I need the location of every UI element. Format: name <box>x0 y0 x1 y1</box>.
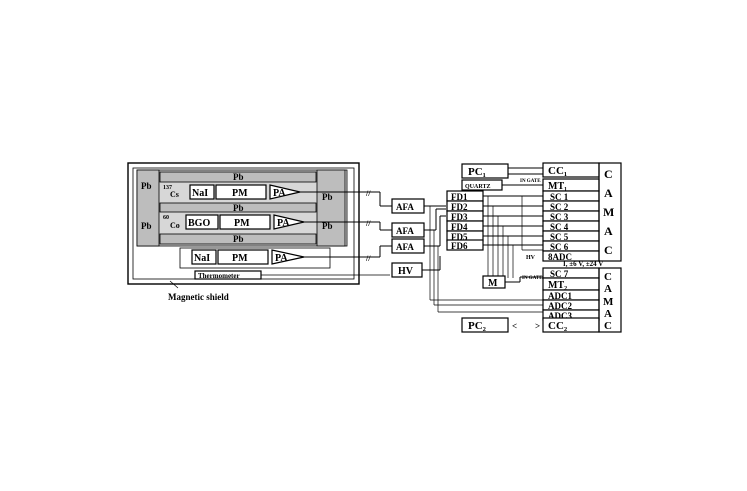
camac-top-3: M <box>603 205 614 219</box>
pm-2: PM <box>234 218 250 229</box>
in-gate-bottom: IN GATE <box>522 276 543 281</box>
fd-4: FD4 <box>451 222 468 232</box>
cc-1: CC₁ <box>548 165 567 177</box>
pb-label-mid: Pb <box>233 203 244 213</box>
scaler-stack-top: SC 1 SC 2 SC 3 SC 4 SC 5 SC 6 8ADC <box>542 190 600 262</box>
crystal-1: NaI <box>192 188 208 199</box>
afa-3: AFA <box>396 242 414 252</box>
pa-3: PA <box>275 253 288 264</box>
magnetic-shield-label: Magnetic shield <box>168 292 229 302</box>
pb-label-left-top: Pb <box>141 181 152 191</box>
fd-6: FD6 <box>451 241 468 251</box>
sc-2: SC 2 <box>550 202 569 212</box>
fd-sc-wiring <box>483 195 543 278</box>
detector-row-2: 60 Co BGO PM PA <box>163 214 380 230</box>
mt-2: MT₂ <box>548 280 567 291</box>
quartz: QUARTZ <box>465 184 490 190</box>
source-1-mass: 137 <box>163 185 172 191</box>
detector-row-3: NaI PM PA <box>179 247 380 269</box>
cable-break-2: // <box>365 219 371 228</box>
cable-break-1: // <box>365 189 371 198</box>
mt-1: MT₁ <box>548 181 567 192</box>
source-2-mass: 60 <box>163 215 169 221</box>
sc-7: SC 7 <box>550 269 569 279</box>
pm-1: PM <box>232 188 248 199</box>
fd-discriminators: FD1 FD2 FD3 FD4 FD5 FD6 <box>446 190 484 251</box>
camac-bottom-3: M <box>603 296 614 308</box>
sc-3: SC 3 <box>550 212 569 222</box>
camac-crate-top: C A M A C <box>598 162 622 262</box>
afa-2: AFA <box>396 226 414 236</box>
adc-1: ADC1 <box>548 291 572 301</box>
camac-bottom-4: A <box>604 308 612 320</box>
adc-2: ADC2 <box>548 301 572 311</box>
afa-fd-wiring <box>424 205 446 312</box>
cc-2: CC₂ <box>548 320 568 332</box>
fd-3: FD3 <box>451 212 468 222</box>
detector-row-1: 137 Cs NaI PM PA <box>163 184 380 200</box>
sc-6: SC 6 <box>550 242 569 252</box>
camac-bottom-5: C <box>604 320 612 332</box>
sc-1: SC 1 <box>550 192 569 202</box>
thermometer-label: Thermometer <box>198 272 240 280</box>
pb-label-right-bottom: Pb <box>322 221 333 231</box>
mixer: M <box>488 278 498 289</box>
lead-shielding <box>136 169 348 247</box>
adc-3: ADC3 <box>548 311 572 321</box>
pc-2: PC₂ <box>468 320 487 332</box>
source-2-element: Co <box>170 221 180 230</box>
pa-2: PA <box>277 218 290 229</box>
arrow-pc2-cc2: < <box>512 321 517 331</box>
afa-amplifiers: AFA AFA AFA <box>379 192 425 257</box>
source-1-element: Cs <box>170 190 179 199</box>
camac-top-5: C <box>604 243 613 257</box>
arrow-cc2-pc2: > <box>535 321 540 331</box>
hv-supply: HV <box>398 266 414 277</box>
power-label: I, ±6 V, ±24 V <box>563 260 603 268</box>
camac-top-1: C <box>604 167 613 181</box>
pb-label-left-bottom: Pb <box>141 221 152 231</box>
camac-bottom-2: A <box>604 283 612 295</box>
pb-label-bottom: Pb <box>233 234 244 244</box>
pb-label-right-top: Pb <box>322 192 333 202</box>
fd-2: FD2 <box>451 202 468 212</box>
cable-break-3: // <box>365 254 371 263</box>
pc-1: PC₁ <box>468 166 486 178</box>
camac-bottom-1: C <box>604 271 612 283</box>
camac-top-2: A <box>604 186 613 200</box>
in-gate-top: IN GATE <box>520 179 541 184</box>
camac-crate-bottom: C A M A C <box>598 267 622 333</box>
afa-1: AFA <box>396 202 414 212</box>
hv-small: HV <box>526 255 536 261</box>
sc-4: SC 4 <box>550 222 569 232</box>
fd-5: FD5 <box>451 232 468 242</box>
pm-3: PM <box>232 253 248 264</box>
fd-1: FD1 <box>451 192 468 202</box>
crystal-3: NaI <box>194 253 210 264</box>
sc-5: SC 5 <box>550 232 569 242</box>
pb-label-top: Pb <box>233 172 244 182</box>
thermometer: Thermometer <box>194 270 390 280</box>
pa-1: PA <box>273 188 286 199</box>
camac-top-4: A <box>604 224 613 238</box>
adc-8: 8ADC <box>548 252 572 262</box>
crystal-2: BGO <box>188 218 210 229</box>
